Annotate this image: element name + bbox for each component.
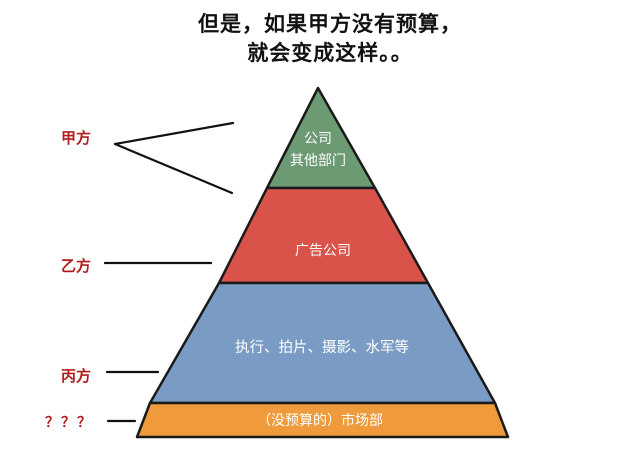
connector-party-a-upper [113,121,235,146]
pyramid-layer-second [217,186,430,285]
label-unknown: ？？？ [45,415,93,431]
layer-second-text: 广告公司 [295,243,351,259]
title-line-2: 就会变成这样。。 [247,41,413,65]
connector-party-a-lower [113,142,234,195]
pyramid-layer-base [135,401,510,439]
label-party-b: 乙方 [61,257,92,275]
layer-third-text: 执行、拍片、摄影、水军等 [235,338,409,356]
layer-base-text: （没预算的）市场部 [257,412,383,429]
title-line-1: 但是，如果甲方没有预算， [198,12,462,36]
layer-top-text-2: 其他部门 [290,153,346,169]
layer-top-text-1: 公司 [304,131,332,147]
label-party-c: 丙方 [61,367,92,385]
label-party-a: 甲方 [61,129,92,147]
